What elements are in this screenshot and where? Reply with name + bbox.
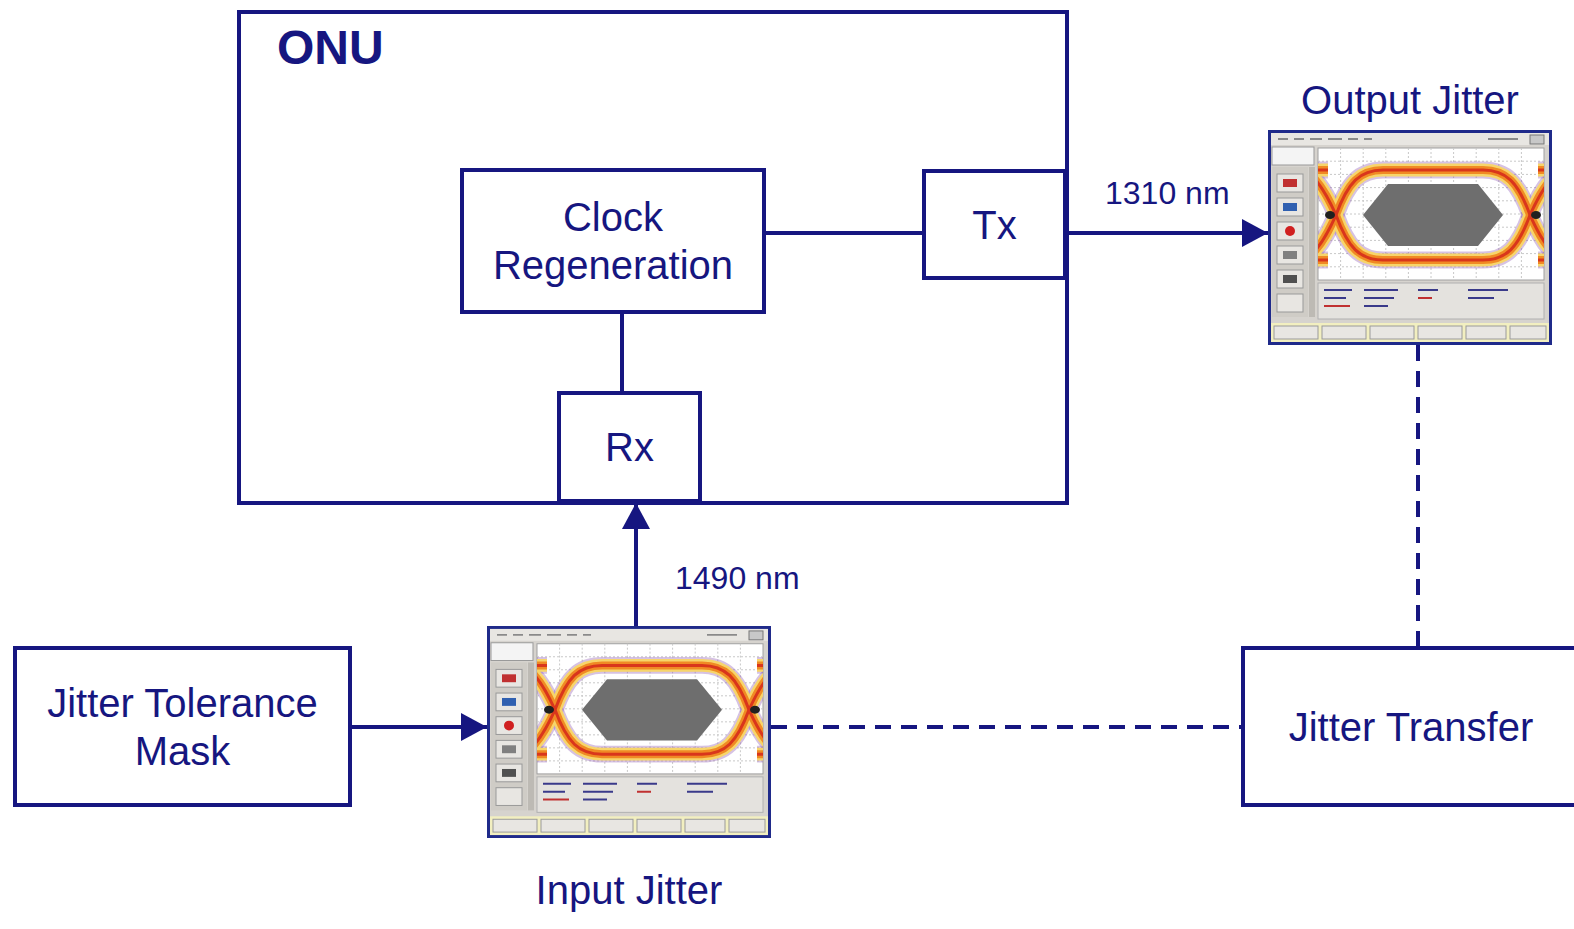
eye-diagram: Output Jitter xyxy=(1268,130,1552,345)
dashed-link xyxy=(1416,345,1420,646)
process-box: Tx xyxy=(922,169,1067,280)
connector xyxy=(352,725,487,729)
process-box: Jitter Transfer xyxy=(1241,646,1574,807)
connector xyxy=(766,231,922,235)
connector xyxy=(1067,231,1268,235)
eye-diagram: Input Jitter xyxy=(487,626,771,838)
node-label: Clock Regeneration xyxy=(474,193,752,289)
connector xyxy=(634,503,638,626)
node-label: Tx xyxy=(972,201,1016,249)
device-housing: ONU Clock Regeneration TxRx xyxy=(237,10,1069,505)
node-label: Rx xyxy=(605,423,654,471)
caption-label: Output Jitter xyxy=(1301,76,1519,124)
process-box: Jitter Tolerance Mask xyxy=(13,646,352,807)
housing-title: ONU xyxy=(277,20,384,75)
process-box: Clock Regeneration xyxy=(460,168,766,314)
screen-capture xyxy=(487,626,771,838)
connector xyxy=(620,314,624,391)
node-label: Jitter Tolerance Mask xyxy=(27,679,338,775)
dashed-link xyxy=(771,725,1241,729)
process-box: Rx xyxy=(557,391,702,503)
wavelength-label: 1490 nm xyxy=(673,560,802,597)
caption-label: Input Jitter xyxy=(536,866,723,914)
screen-capture xyxy=(1268,130,1552,345)
wavelength-label: 1310 nm xyxy=(1103,175,1232,212)
node-label: Jitter Transfer xyxy=(1289,703,1534,751)
